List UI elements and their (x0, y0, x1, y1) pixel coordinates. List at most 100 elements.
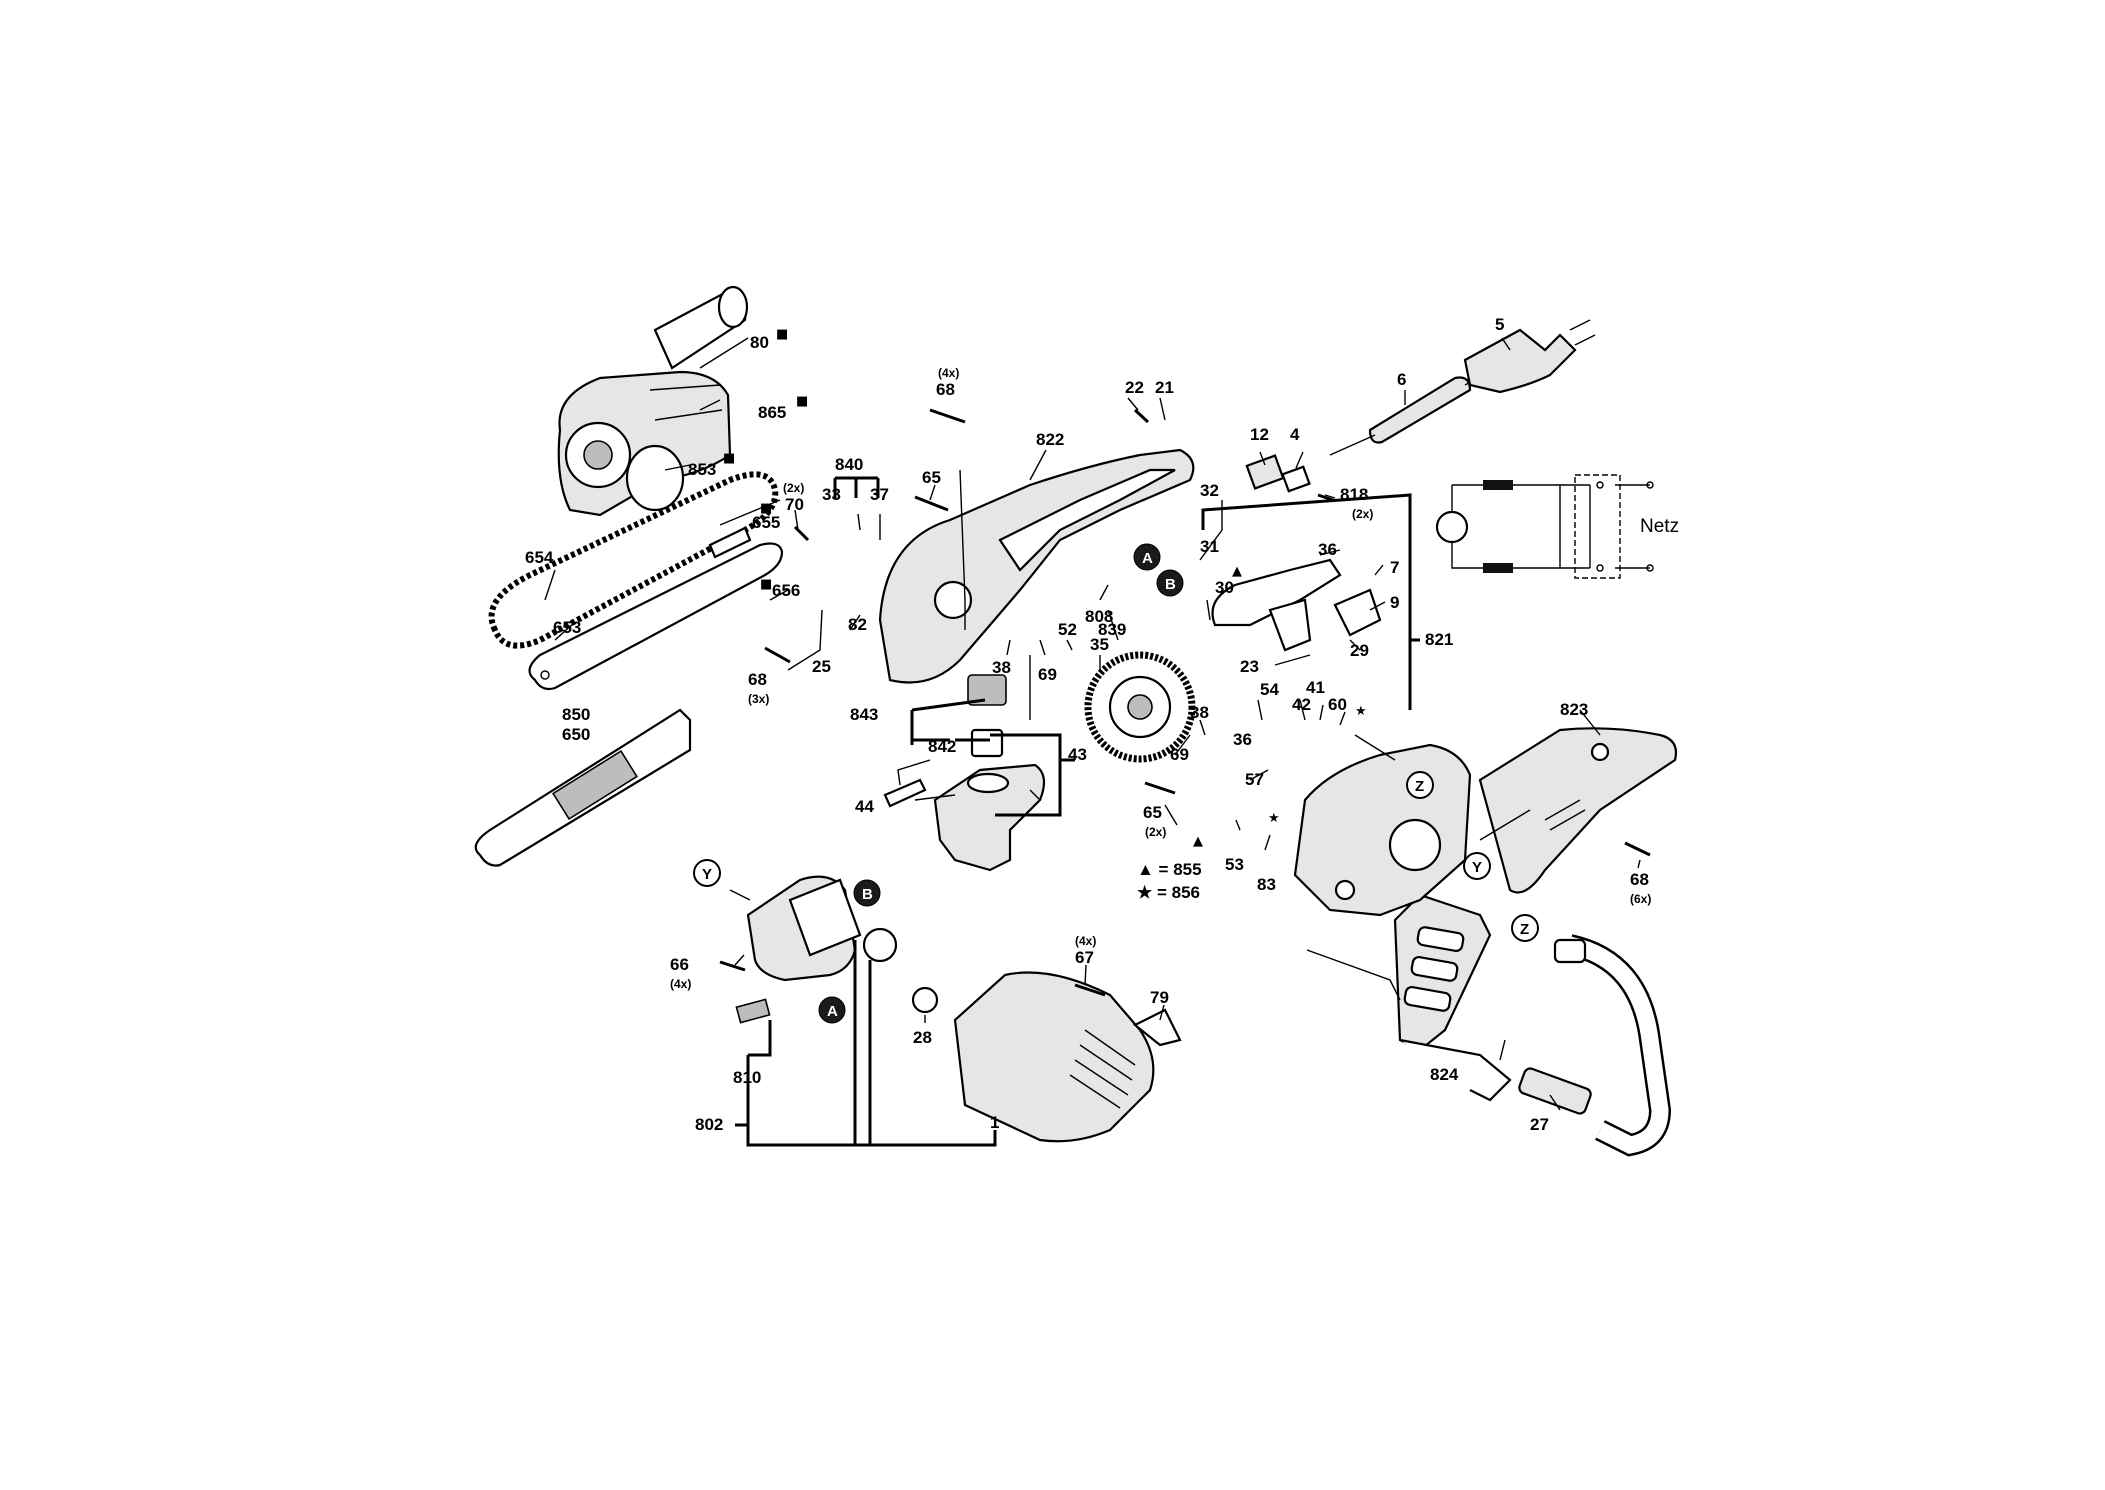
svg-text:B: B (1165, 576, 1176, 593)
qty-818: (2x) (1352, 507, 1373, 521)
label-865: 865 (758, 403, 786, 422)
label-70: 70 (785, 495, 804, 514)
label-33: 33 (822, 485, 841, 504)
label-54: 54 (1260, 680, 1279, 699)
marker-square-80: ■ (776, 327, 788, 342)
legend-triangle-855: ▲ = 855 (1137, 860, 1202, 879)
svg-text:A: A (1142, 550, 1153, 567)
part-655-plate (708, 526, 752, 559)
label-35: 35 (1090, 635, 1109, 654)
label-5: 5 (1495, 315, 1504, 334)
marker-square-655: ■ (760, 501, 772, 516)
marker-star-60: ★ (1355, 704, 1367, 719)
label-41: 41 (1306, 678, 1325, 697)
svg-text:Z: Z (1520, 921, 1529, 938)
part-865-sprocket-cover (557, 370, 732, 517)
label-52: 52 (1058, 620, 1077, 639)
part-labels: 80 ■ 865 ■ 853 ■ ■ 655 654 ■ 656 653 850… (525, 315, 1651, 1134)
label-67: 67 (1075, 948, 1094, 967)
label-1: 1 (990, 1113, 999, 1132)
part-824-hand-guard (1393, 893, 1512, 1102)
label-27: 27 (1530, 1115, 1549, 1134)
marker-triangle-30: ▲ (1232, 564, 1242, 579)
part-853-disc (625, 444, 685, 512)
part-79-label-plate (1132, 1008, 1182, 1047)
label-65-top: 65 (922, 468, 941, 487)
label-42: 42 (1292, 695, 1311, 714)
label-823: 823 (1560, 700, 1588, 719)
part-822-housing (878, 448, 1195, 684)
part-12-switch (1245, 454, 1285, 490)
label-656: 656 (772, 581, 800, 600)
svg-text:B: B (862, 886, 873, 903)
label-818: 818 (1340, 485, 1368, 504)
brackets (735, 476, 1420, 1147)
label-850: 850 (562, 705, 590, 724)
badge-y-housing: Y (1463, 852, 1491, 880)
circuit-diagram: Netz (1435, 474, 1679, 579)
leader-lines (544, 337, 1641, 1111)
part-motor-armature (729, 875, 898, 982)
svg-text:Z: Z (1415, 778, 1424, 795)
label-60: 60 (1328, 695, 1347, 714)
circuit-netz-label: Netz (1640, 516, 1679, 537)
badge-z-housing: Z (1406, 771, 1434, 799)
badge-b-motor: B (853, 879, 881, 907)
part-850-scabbard (474, 708, 692, 867)
label-808: 808 (1085, 607, 1113, 626)
part-810-brushes (735, 998, 771, 1024)
label-821: 821 (1425, 630, 1453, 649)
label-653: 653 (553, 618, 581, 637)
part-5-plug (1463, 319, 1596, 394)
part-1-motor-housing (953, 971, 1155, 1143)
label-32: 32 (1200, 481, 1219, 500)
label-69-right: 69 (1170, 745, 1189, 764)
label-68-right: 68 (1630, 870, 1649, 889)
label-840: 840 (835, 455, 863, 474)
label-29: 29 (1350, 641, 1369, 660)
label-650: 650 (562, 725, 590, 744)
legend-star-856: ★ = 856 (1137, 883, 1200, 902)
marker-square-865: ■ (796, 394, 808, 409)
label-9: 9 (1390, 593, 1399, 612)
qty-68-top: (4x) (938, 366, 959, 380)
svg-text:Y: Y (1472, 859, 1482, 876)
label-83: 83 (1257, 875, 1276, 894)
label-7: 7 (1390, 558, 1399, 577)
label-30: 30 (1215, 578, 1234, 597)
label-68-top: 68 (936, 380, 955, 399)
qty-70: (2x) (783, 481, 804, 495)
qty-67: (4x) (1075, 934, 1096, 948)
part-839-gear (1084, 651, 1196, 763)
label-22: 22 (1125, 378, 1144, 397)
qty-68-right: (6x) (1630, 892, 1651, 906)
badge-b-housing: B (1156, 569, 1184, 597)
label-822: 822 (1036, 430, 1064, 449)
label-654: 654 (525, 548, 554, 567)
badge-a-motor: A (818, 996, 846, 1024)
label-21: 21 (1155, 378, 1174, 397)
part-4-cable-clamp (1281, 465, 1311, 493)
label-4: 4 (1290, 425, 1300, 444)
label-802: 802 (695, 1115, 723, 1134)
part-80-sleeve (653, 285, 749, 370)
label-36-top: 36 (1318, 540, 1337, 559)
qty-66: (4x) (670, 977, 691, 991)
badge-y-motor: Y (693, 859, 721, 887)
label-6: 6 (1397, 370, 1406, 389)
part-28-bearing (911, 986, 939, 1014)
badge-a-housing: A (1133, 543, 1161, 571)
marker-triangle-65: ▲ (1193, 834, 1203, 849)
svg-text:A: A (827, 1003, 838, 1020)
svg-text:Y: Y (702, 866, 712, 883)
label-843: 843 (850, 705, 878, 724)
label-655: 655 (752, 513, 780, 532)
part-27-front-handle (1518, 934, 1672, 1157)
qty-68-left: (3x) (748, 692, 769, 706)
label-23: 23 (1240, 657, 1259, 676)
label-82: 82 (848, 615, 867, 634)
part-44-valve (883, 778, 927, 808)
label-43: 43 (1068, 745, 1087, 764)
marker-star-57: ★ (1268, 811, 1280, 826)
